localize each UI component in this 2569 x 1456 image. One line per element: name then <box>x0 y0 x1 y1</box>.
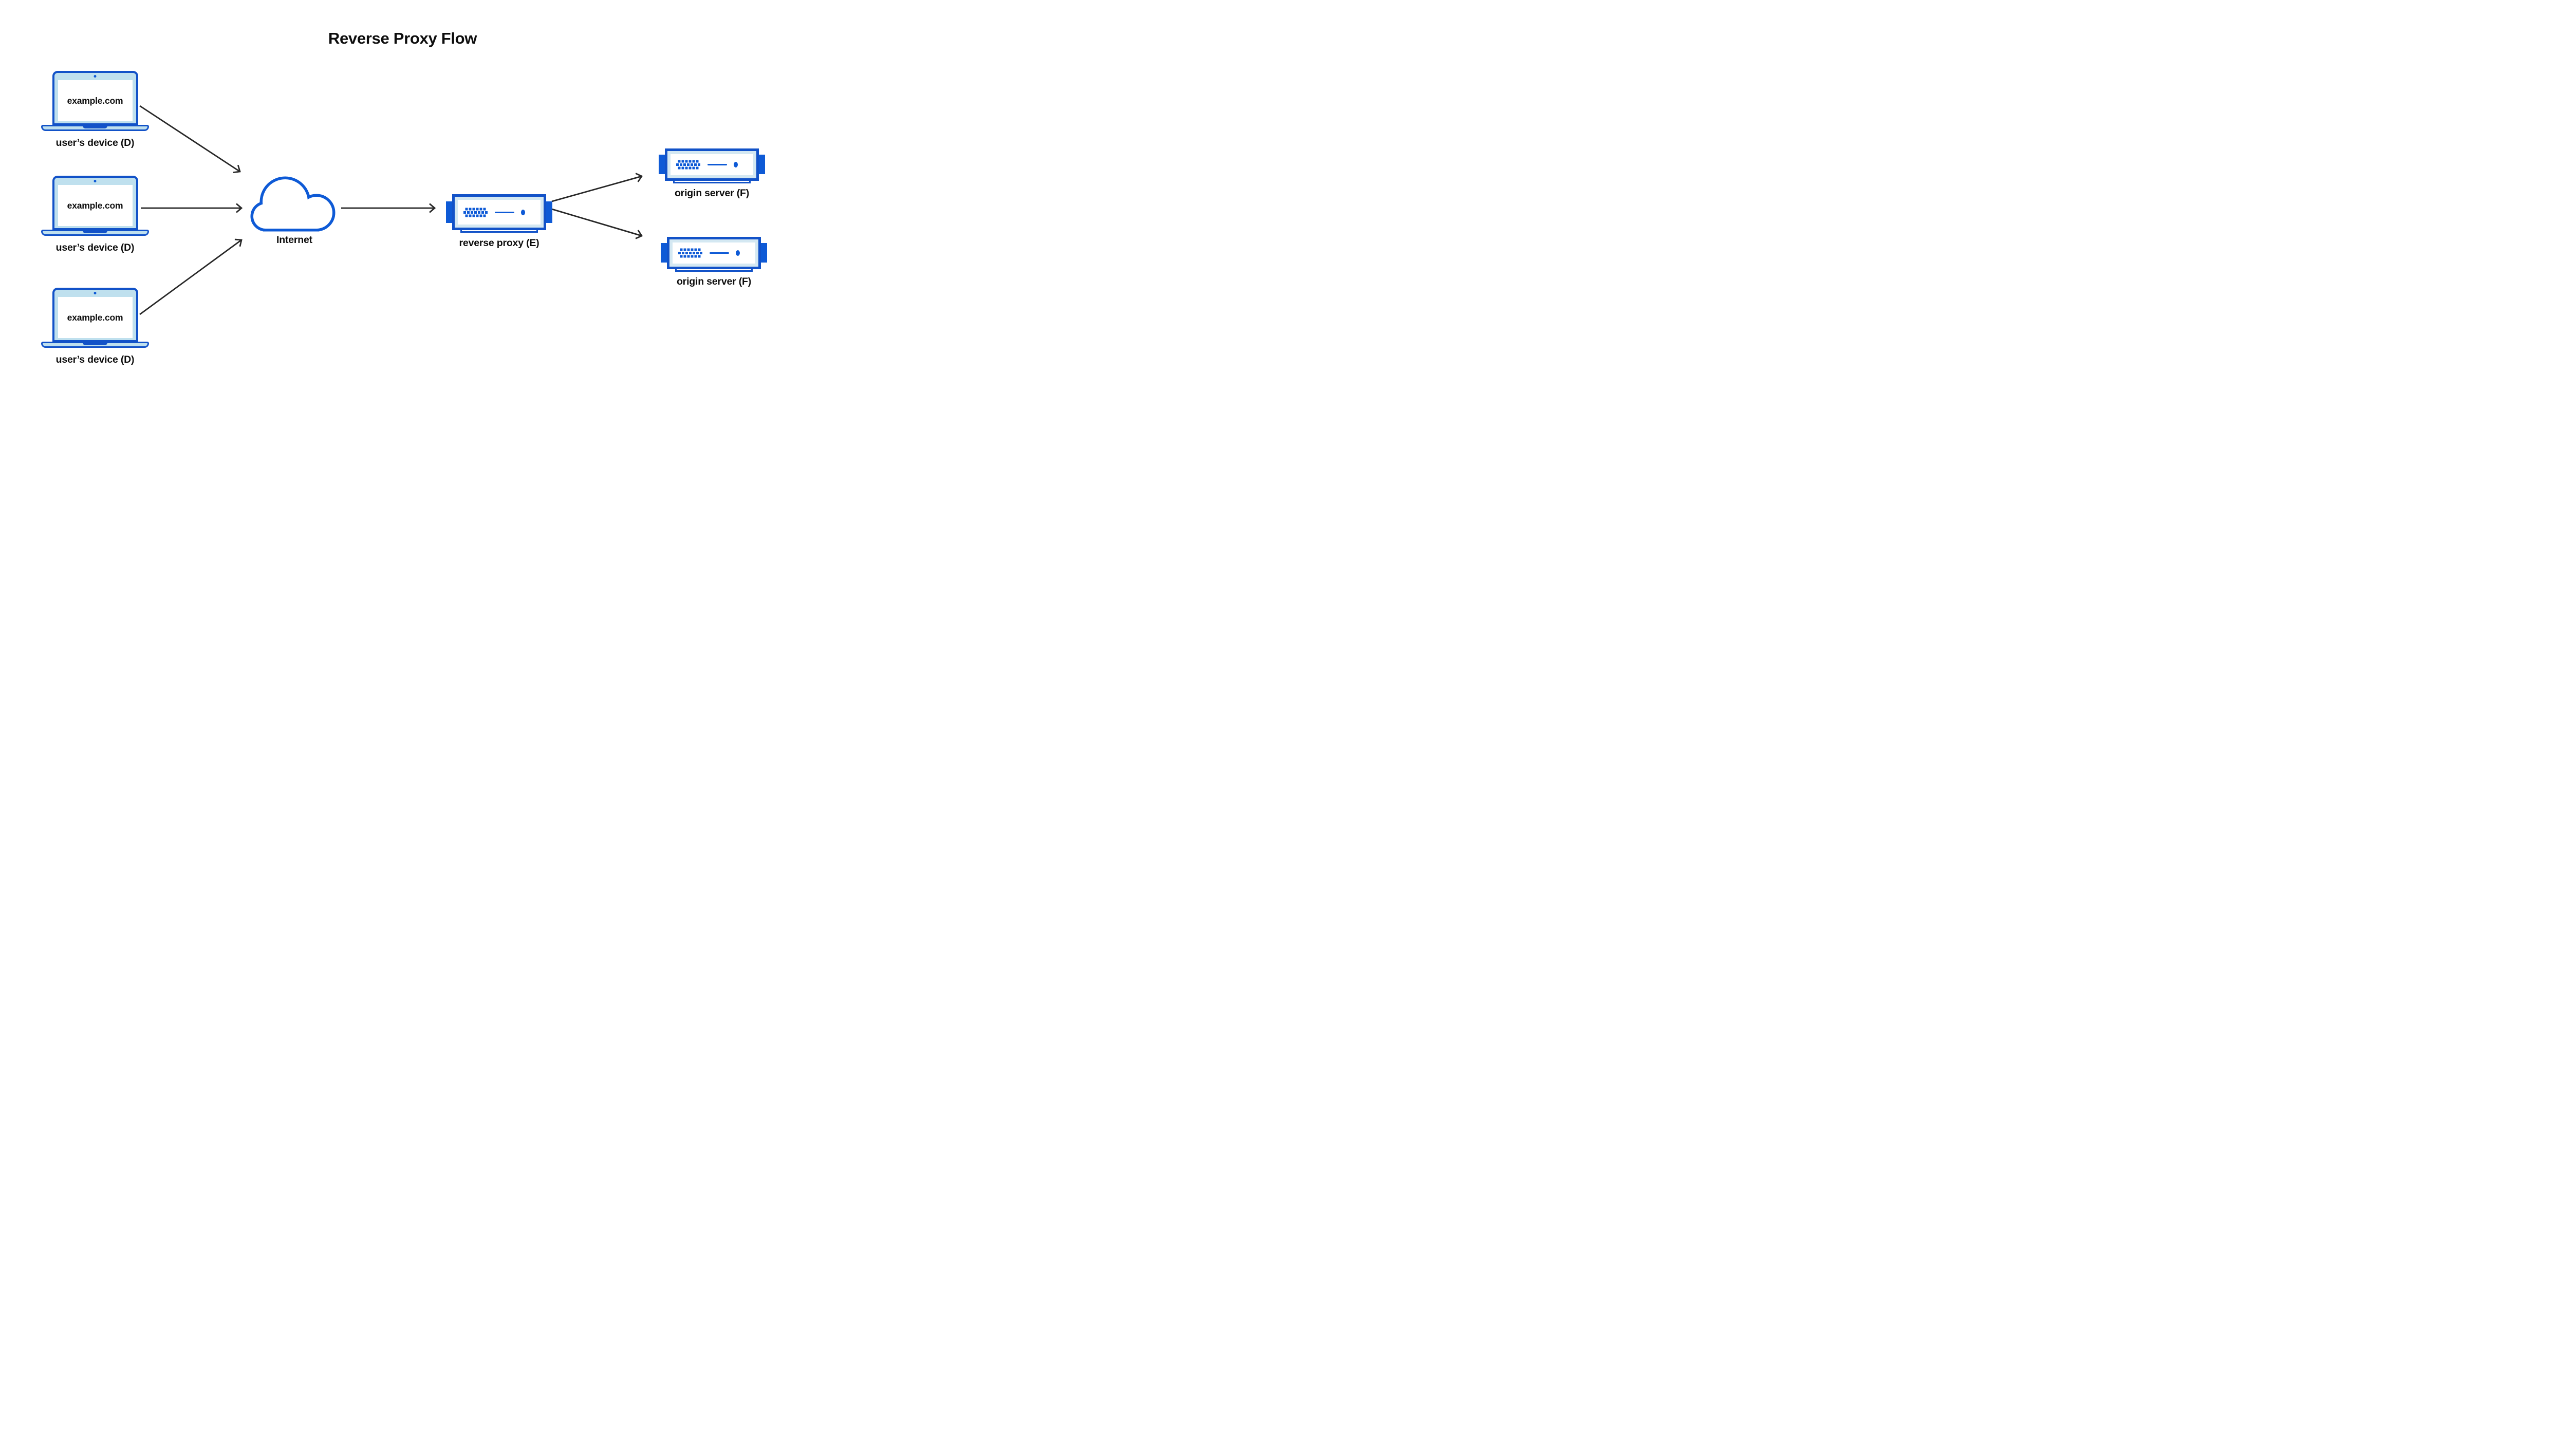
device-label-1: user’s device (D) <box>55 137 135 148</box>
laptop-camera-icon <box>94 180 97 182</box>
reverse-proxy-label: reverse proxy (E) <box>459 237 539 249</box>
laptop-camera-icon <box>94 75 97 78</box>
server-body <box>667 237 761 269</box>
user-device-node-3: example.com user’s device (D) <box>41 288 149 366</box>
server-front-panel <box>671 154 753 175</box>
server-side-tab-right <box>757 155 765 174</box>
laptop-base <box>41 125 149 131</box>
laptop-base <box>41 230 149 236</box>
server-led-icon <box>521 209 525 215</box>
server-vent-dots-icon <box>678 249 703 258</box>
server-side-tab-left <box>659 155 666 174</box>
internet-node: Internet <box>247 175 339 246</box>
server-drive-slot-icon <box>710 252 729 254</box>
arrow-device1-to-internet <box>139 105 241 174</box>
arrow-proxy-to-origin2 <box>551 208 643 239</box>
server-body <box>665 148 759 181</box>
internet-label: Internet <box>276 234 312 246</box>
diagram-title: Reverse Proxy Flow <box>328 29 477 47</box>
server-vent-dots-icon <box>463 208 488 217</box>
server-drive-slot-icon <box>495 211 514 213</box>
laptop-screen: example.com <box>52 288 138 342</box>
server-side-tab-left <box>446 201 454 223</box>
laptop-hinge-notch <box>83 126 107 128</box>
origin-server-node-1: origin server (F) <box>659 148 765 199</box>
cloud-icon <box>250 176 336 232</box>
server-side-tab-left <box>661 243 668 263</box>
server-drive-slot-icon <box>708 164 727 165</box>
server-side-tab-right <box>759 243 767 263</box>
laptop-base <box>41 342 149 348</box>
arrow-proxy-to-origin1 <box>551 173 643 202</box>
laptop-screen: example.com <box>52 71 138 125</box>
user-device-node-2: example.com user’s device (D) <box>41 176 149 254</box>
device-label-2: user’s device (D) <box>55 242 135 253</box>
origin-server-label-2: origin server (F) <box>676 276 752 287</box>
laptop-camera-icon <box>94 292 97 294</box>
laptop-screen-text: example.com <box>58 297 133 338</box>
arrow-device3-to-internet <box>139 238 243 315</box>
server-body <box>452 194 546 230</box>
laptop-screen-text: example.com <box>58 80 133 121</box>
server-led-icon <box>734 162 738 167</box>
server-side-tab-right <box>545 201 552 223</box>
laptop-hinge-notch <box>83 231 107 233</box>
laptop-screen-text: example.com <box>58 185 133 226</box>
server-vent-dots-icon <box>676 160 701 170</box>
diagram-canvas: Reverse Proxy Flow example.com user’s de… <box>0 0 805 403</box>
flow-arrows-layer <box>139 105 643 315</box>
laptop-hinge-notch <box>83 343 107 345</box>
laptop-screen: example.com <box>52 176 138 230</box>
origin-server-label-1: origin server (F) <box>674 188 750 199</box>
device-label-3: user’s device (D) <box>55 354 135 365</box>
server-front-panel <box>458 200 541 225</box>
server-led-icon <box>736 250 740 256</box>
user-device-node-1: example.com user’s device (D) <box>41 71 149 149</box>
reverse-proxy-node: reverse proxy (E) <box>446 194 552 249</box>
origin-server-node-2: origin server (F) <box>661 237 767 287</box>
server-front-panel <box>673 242 755 264</box>
